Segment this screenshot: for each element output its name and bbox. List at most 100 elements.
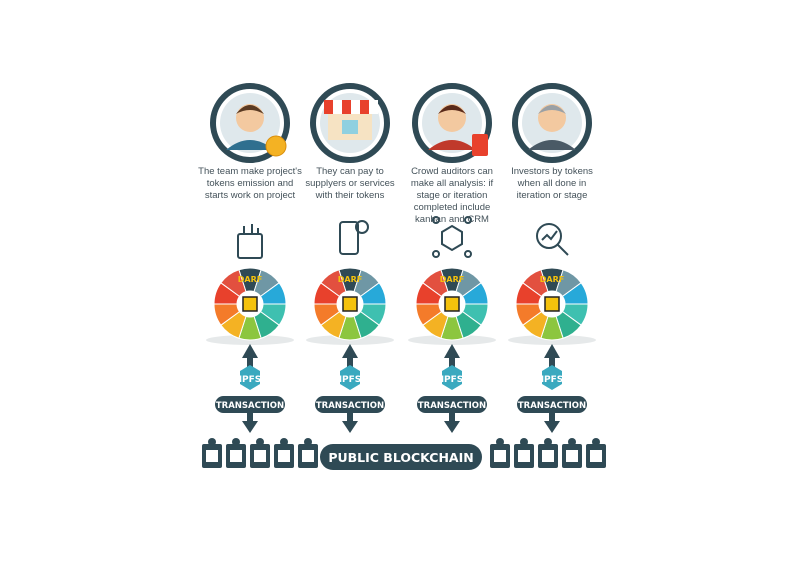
ipfs-hexagon (542, 365, 562, 390)
puzzle-knob (568, 438, 576, 446)
puzzle-hole (494, 450, 506, 462)
caption-team: The team make project's tokens emission … (198, 166, 302, 201)
avatar-hair (538, 105, 566, 114)
darf-wheel-3: DARF (408, 267, 496, 345)
node (432, 250, 440, 258)
puzzle-knob (208, 438, 216, 446)
transaction-pill (215, 396, 285, 413)
network-cube-icon (432, 216, 472, 258)
ipfs-label: IPFS (441, 375, 464, 385)
avatar-hair (438, 105, 466, 114)
magnifier-lens (536, 223, 562, 249)
puzzle-knob (256, 438, 264, 446)
puzzle-hole (518, 450, 530, 462)
puzzle-hole (542, 450, 554, 462)
transaction-pill (417, 396, 487, 413)
ipfs-label: IPFS (339, 375, 362, 385)
bitcoin-icon (265, 135, 287, 157)
wheel-segment (320, 269, 347, 298)
blockchain-chain (202, 438, 606, 468)
arrow-down-icon (444, 413, 460, 433)
puzzle-knob (280, 438, 288, 446)
avatar-body (528, 140, 576, 150)
darf-cube-icon (544, 296, 560, 312)
arrow-up-icon (342, 344, 358, 368)
arrow-up-icon (544, 344, 560, 368)
awning-stripe (324, 100, 333, 114)
public-blockchain-label: PUBLIC BLOCKCHAIN (328, 450, 473, 465)
darf-wheel-1: DARF (206, 267, 294, 345)
shop-window (342, 120, 358, 134)
bag-items (243, 224, 259, 234)
puzzle-hole (254, 450, 266, 462)
puzzle-knob (304, 438, 312, 446)
awning-stripe (333, 100, 342, 114)
wheel-segment (422, 269, 449, 298)
avatar-4 (512, 83, 592, 163)
transaction-pill (517, 396, 587, 413)
darf-cube-icon (444, 296, 460, 312)
avatar-1 (210, 83, 290, 163)
arrow-down-icon (242, 413, 258, 433)
mobile-payment-icon (339, 220, 369, 255)
node (432, 216, 440, 224)
puzzle-hole (230, 450, 242, 462)
arrow-down-icon (544, 413, 560, 433)
shopping-bag-icon (237, 224, 263, 259)
avatar-3 (412, 83, 492, 163)
phone-shape (339, 221, 359, 255)
ipfs-hexagon (340, 365, 360, 390)
awning-stripe (360, 100, 369, 114)
arrow-up-icon (242, 344, 258, 368)
darf-wheel-2: DARF (306, 267, 394, 345)
transaction-pill (315, 396, 385, 413)
ipfs-hexagon (240, 365, 260, 390)
darf-cube-icon (342, 296, 358, 312)
arrow-down-icon (342, 413, 358, 433)
darf-wheel-4: DARF (508, 267, 596, 345)
wheel-segment (522, 269, 549, 298)
transaction-label: TRANSACTION (518, 401, 586, 411)
wheel-segment (220, 269, 247, 298)
darf-cube-icon (242, 296, 258, 312)
avatar-body (226, 140, 274, 150)
puzzle-knob (520, 438, 528, 446)
awning-stripe (342, 100, 351, 114)
transaction-label: TRANSACTION (316, 401, 384, 411)
ipfs-label: IPFS (541, 375, 564, 385)
awning-stripe (369, 100, 378, 114)
node (464, 250, 472, 258)
puzzle-hole (590, 450, 602, 462)
ipfs-hexagon (442, 365, 462, 390)
bag-shape (237, 233, 263, 259)
darf-title: DARF (238, 275, 262, 284)
caption-suppliers: They can pay to supplyers or services wi… (305, 166, 395, 201)
avatar-hair (236, 105, 264, 114)
node (464, 216, 472, 224)
coin-shape (355, 220, 369, 234)
puzzle-knob (232, 438, 240, 446)
puzzle-hole (278, 450, 290, 462)
puzzle-knob (592, 438, 600, 446)
puzzle-knob (544, 438, 552, 446)
puzzle-hole (302, 450, 314, 462)
ipfs-label: IPFS (239, 375, 262, 385)
puzzle-knob (496, 438, 504, 446)
puzzle-hole (206, 450, 218, 462)
analytics-magnifier-icon (536, 223, 569, 256)
darf-title: DARF (338, 275, 362, 284)
cube-shape (441, 224, 463, 252)
avatar-body (428, 140, 476, 150)
arrow-up-icon (444, 344, 460, 368)
avatar-2 (310, 83, 390, 163)
caption-investors: Investors by tokens when all done in ite… (511, 166, 593, 201)
darf-title: DARF (440, 275, 464, 284)
darf-title: DARF (540, 275, 564, 284)
calculator-icon (472, 134, 488, 156)
transaction-label: TRANSACTION (418, 401, 486, 411)
caption-auditors: Crowd auditors can make all analysis: if… (410, 166, 494, 225)
puzzle-hole (566, 450, 578, 462)
magnifier-handle (541, 230, 569, 256)
awning-stripe (351, 100, 360, 114)
